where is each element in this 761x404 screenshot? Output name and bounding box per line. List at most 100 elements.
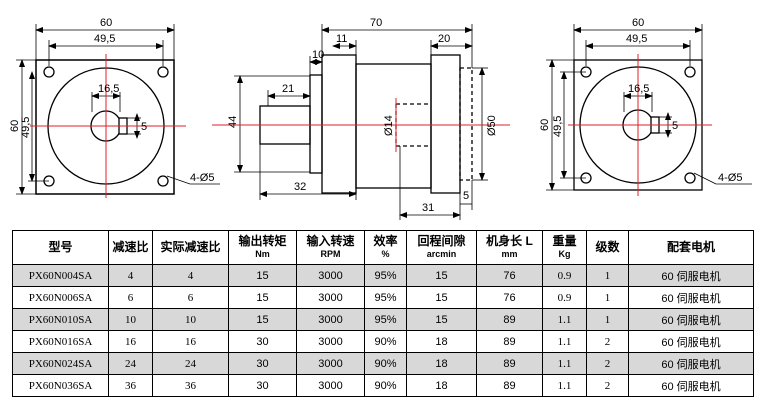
table-cell: 36 — [152, 374, 229, 397]
mount-hole — [157, 175, 169, 187]
table-cell: 60 伺服电机 — [628, 308, 754, 331]
header-cell: 实际减速比 — [152, 230, 229, 265]
table-cell: 3000 — [296, 286, 365, 309]
side-view — [259, 54, 473, 194]
table-cell: 3000 — [296, 330, 365, 353]
header-cell: 减速比 — [108, 230, 153, 265]
left-dim-height-inner: 49,5 — [20, 117, 32, 138]
table-cell: 2 — [586, 330, 629, 353]
left-dim-key: 5 — [141, 121, 147, 133]
motor-flange — [430, 54, 461, 194]
header-cell: 效率% — [364, 230, 407, 265]
side-dim-pilot: Ø50 — [486, 115, 498, 136]
table-cell: 89 — [476, 308, 543, 331]
mount-hole — [684, 66, 696, 78]
left-front-view — [35, 59, 175, 195]
right-dim-key: 5 — [672, 120, 678, 132]
table-cell: 89 — [476, 330, 543, 353]
table-cell: 24 — [108, 352, 153, 375]
side-dim-bottom-length: 31 — [422, 202, 434, 214]
table-cell: 1.1 — [542, 352, 587, 375]
table-cell: 15 — [228, 264, 297, 287]
table-cell: 15 — [406, 286, 477, 309]
table-cell: PX60N016SA — [12, 330, 109, 353]
table-cell: PX60N004SA — [12, 264, 109, 287]
side-dim-flange-thin: 10 — [312, 49, 324, 61]
header-cell: 配套电机 — [628, 230, 754, 265]
right-dim-holes: 4-Ø5 — [718, 172, 742, 184]
table-cell: 95% — [364, 264, 407, 287]
table-cell: PX60N006SA — [12, 286, 109, 309]
side-dimension-lines — [234, 24, 488, 220]
table-cell: 1 — [586, 264, 629, 287]
mount-hole — [157, 66, 169, 78]
table-cell: 1.1 — [542, 308, 587, 331]
header-cell: 级数 — [586, 230, 629, 265]
table-cell: 0.9 — [542, 264, 587, 287]
table-cell: 95% — [364, 308, 407, 331]
table-cell: 36 — [108, 374, 153, 397]
left-square-fill-hint — [35, 59, 175, 195]
motor-pilot — [459, 67, 473, 181]
right-dimension-lines — [546, 24, 752, 191]
housing-flange — [321, 54, 357, 194]
side-dim-bottom-offset: 5 — [463, 190, 469, 202]
table-cell: 60 伺服电机 — [628, 330, 754, 353]
table-cell: 3000 — [296, 374, 365, 397]
side-dim-shaft-total: 32 — [294, 181, 306, 193]
table-cell: 4 — [152, 264, 229, 287]
right-dim-keyway: 16,5 — [628, 83, 649, 95]
side-dim-flange: 11 — [336, 33, 347, 45]
table-cell: 15 — [228, 308, 297, 331]
table-cell: 60 伺服电机 — [628, 264, 754, 287]
table-cell: 0.9 — [542, 286, 587, 309]
table-cell: 76 — [476, 286, 543, 309]
table-cell: 10 — [108, 308, 153, 331]
table-cell: 18 — [406, 330, 477, 353]
table-cell: 1.1 — [542, 374, 587, 397]
left-dim-width-inner: 49,5 — [94, 33, 115, 45]
table-cell: PX60N024SA — [12, 352, 109, 375]
table-cell: PX60N036SA — [12, 374, 109, 397]
table-cell: 30 — [228, 352, 297, 375]
mount-hole — [684, 172, 696, 184]
table-cell: 1 — [586, 286, 629, 309]
table-cell: 10 — [152, 308, 229, 331]
left-centerlines — [30, 54, 186, 198]
table-cell: 95% — [364, 286, 407, 309]
table-cell: 2 — [586, 352, 629, 375]
side-dim-shaft-height: 44 — [227, 116, 239, 128]
table-cell: 60 伺服电机 — [628, 374, 754, 397]
table-cell: 30 — [228, 374, 297, 397]
table-cell: 89 — [476, 352, 543, 375]
left-dim-width-outer: 60 — [100, 17, 112, 29]
left-dim-height-outer: 60 — [9, 120, 21, 132]
left-dim-keyway: 16,5 — [98, 83, 119, 95]
right-centerlines — [568, 54, 712, 196]
table-cell: 2 — [586, 374, 629, 397]
table-cell: 90% — [364, 352, 407, 375]
side-dim-bore: Ø14 — [383, 115, 395, 136]
right-dim-width-inner: 49,5 — [626, 33, 647, 45]
table-cell: 18 — [406, 374, 477, 397]
table-cell: 16 — [108, 330, 153, 353]
table-cell: 3000 — [296, 308, 365, 331]
side-dim-rear: 20 — [438, 33, 450, 45]
table-cell: 6 — [108, 286, 153, 309]
table-cell: 6 — [152, 286, 229, 309]
table-cell: 3000 — [296, 352, 365, 375]
table-cell: 15 — [406, 264, 477, 287]
table-cell: 89 — [476, 374, 543, 397]
right-dim-width-outer: 60 — [632, 17, 644, 29]
